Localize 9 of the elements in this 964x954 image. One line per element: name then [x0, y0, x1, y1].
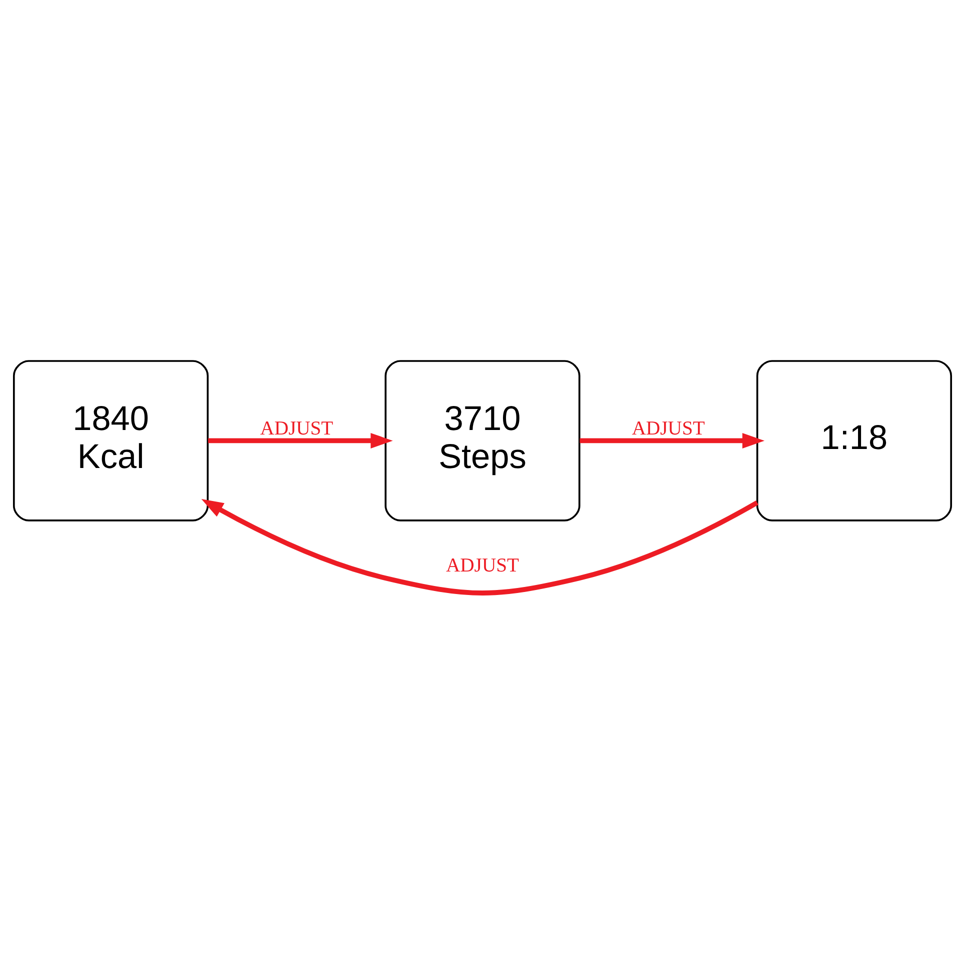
arrow — [200, 499, 758, 596]
edge-label: ADJUST — [446, 556, 518, 577]
node-box: 1:18 — [756, 360, 952, 522]
node-box: 1840 Kcal — [12, 360, 208, 522]
node-box: 3710 Steps — [384, 360, 580, 522]
arrow — [579, 432, 764, 448]
edge-label: ADJUST — [631, 418, 704, 440]
arrow — [208, 432, 392, 448]
edge-label: ADJUST — [260, 418, 333, 440]
